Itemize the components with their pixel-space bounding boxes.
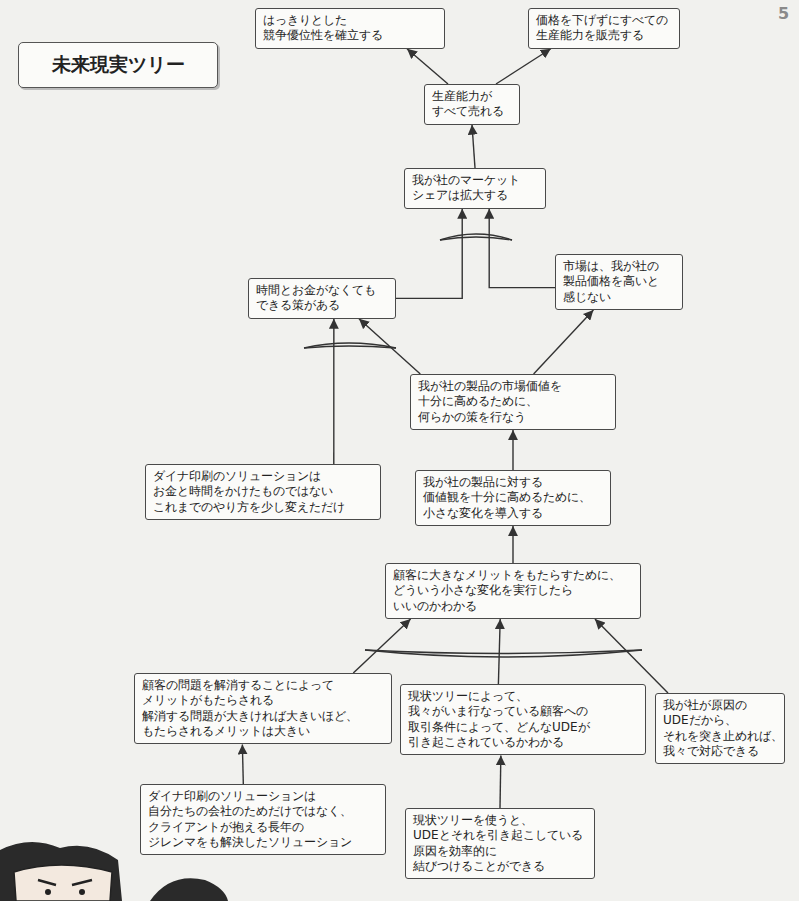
arrow-connector — [353, 619, 410, 673]
process-box: 現状ツリーによって、 我々がいま行なっている顧客への 取引条件によって、どんなU… — [400, 684, 646, 755]
arrow-connector — [496, 49, 551, 84]
arrow-connector — [407, 49, 448, 84]
box-text: 現状ツリーによって、 我々がいま行なっている顧客への 取引条件によって、どんなU… — [408, 689, 638, 750]
process-box: 我が社のマーケット シェアは拡大する — [404, 168, 546, 209]
arrow-connector — [595, 619, 668, 693]
process-box: 我が社の製品に対する 価値観を十分に高めるために、 小さな変化を導入する — [415, 470, 611, 526]
arrow-connector — [242, 744, 244, 784]
box-text: 我が社の製品に対する 価値観を十分に高めるために、 小さな変化を導入する — [423, 475, 603, 521]
process-box: 顧客に大きなメリットをもたらすために、 どういう小さな変化を実行したら いいのか… — [385, 563, 641, 619]
and-ellipse — [440, 237, 512, 240]
arrow-connector — [512, 430, 513, 470]
and-ellipse — [304, 343, 396, 348]
process-box: はっきりとした 競争優位性を確立する — [255, 8, 445, 49]
arrow-connector — [472, 125, 475, 168]
box-text: 生産能力が すべて売れる — [432, 89, 512, 120]
arrow-connector — [512, 526, 513, 563]
process-box: 生産能力が すべて売れる — [424, 84, 520, 125]
process-box: ダイナ印刷のソリューションは お金と時間をかけたものではない これまでのやり方を… — [145, 464, 381, 520]
box-text: 現状ツリーを使うと、 UDEとそれを引き起こしている 原因を効率的に 結びつける… — [413, 813, 587, 874]
process-box: 市場は、我が社の 製品価格を高いと 感じない — [555, 254, 683, 310]
process-box: 現状ツリーを使うと、 UDEとそれを引き起こしている 原因を効率的に 結びつける… — [405, 808, 595, 879]
arrow-connector — [499, 755, 501, 808]
page-number: 5 — [778, 4, 789, 23]
box-text: 我が社のマーケット シェアは拡大する — [412, 173, 538, 204]
box-text: 我が社が原因の UDEだから、 それを突き止めれば、 我々で対応できる — [663, 698, 777, 759]
process-box: 我が社が原因の UDEだから、 それを突き止めれば、 我々で対応できる — [655, 693, 785, 764]
process-box: 顧客の問題を解消することによって メリットがもたらされる 解消する問題が大きけれ… — [134, 673, 392, 744]
box-text: 価格を下げずにすべての 生産能力を販売する — [536, 13, 672, 44]
and-ellipse — [365, 650, 642, 654]
title-box: 未来現実ツリー — [18, 42, 218, 88]
arrow-connector — [489, 209, 555, 288]
and-ellipse — [365, 650, 642, 657]
and-ellipse — [440, 234, 512, 240]
arrow-connector — [534, 310, 594, 374]
box-text: ダイナ印刷のソリューションは お金と時間をかけたものではない これまでのやり方を… — [153, 469, 373, 515]
box-text: 顧客に大きなメリットをもたらすために、 どういう小さな変化を実行したら いいのか… — [393, 568, 633, 614]
box-text: ダイナ印刷のソリューションは 自分たちの会社のためだけではなく、 クライアントが… — [148, 789, 378, 850]
diagram-title: 未来現実ツリー — [52, 52, 185, 78]
process-box: ダイナ印刷のソリューションは 自分たちの会社のためだけではなく、 クライアントが… — [140, 784, 386, 855]
and-ellipse — [304, 346, 396, 348]
arrow-connector — [396, 209, 462, 299]
box-text: 時間とお金がなくても できる策がある — [256, 283, 388, 314]
box-text: 顧客の問題を解消することによって メリットがもたらされる 解消する問題が大きけれ… — [142, 678, 384, 739]
process-box: 価格を下げずにすべての 生産能力を販売する — [528, 8, 680, 49]
box-text: 市場は、我が社の 製品価格を高いと 感じない — [563, 259, 675, 305]
arrow-connector — [359, 319, 420, 374]
arrow-connector — [498, 619, 500, 684]
process-box: 我が社の製品の市場価値を 十分に高めるために、 何らかの策を行なう — [410, 374, 616, 430]
process-box: 時間とお金がなくても できる策がある — [248, 278, 396, 319]
box-text: 我が社の製品の市場価値を 十分に高めるために、 何らかの策を行なう — [418, 379, 608, 425]
arrow-connector — [333, 319, 334, 464]
box-text: はっきりとした 競争優位性を確立する — [263, 13, 437, 44]
